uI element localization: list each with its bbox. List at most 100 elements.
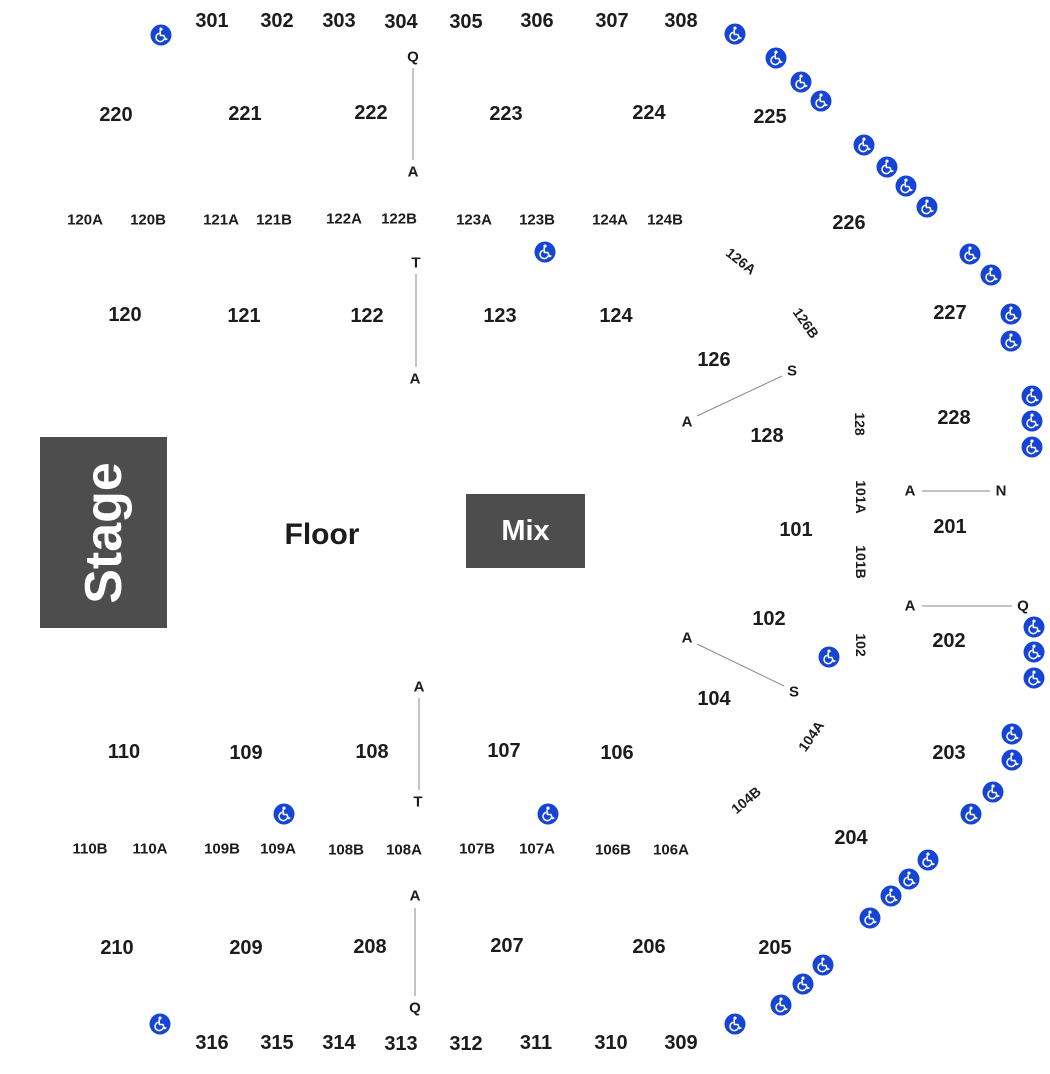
row-letter: A: [409, 887, 421, 905]
section-209[interactable]: 209: [229, 937, 263, 959]
section-124a[interactable]: 124A: [592, 211, 628, 229]
section-124[interactable]: 124: [599, 305, 633, 327]
section-206[interactable]: 206: [632, 936, 666, 958]
section-205[interactable]: 205: [758, 937, 792, 959]
section-109a[interactable]: 109A: [260, 840, 296, 858]
section-108[interactable]: 108: [355, 741, 389, 763]
section-121[interactable]: 121: [227, 305, 261, 327]
section-316[interactable]: 316: [195, 1032, 229, 1054]
section-107a[interactable]: 107A: [519, 840, 555, 858]
section-301[interactable]: 301: [195, 10, 229, 32]
section-309[interactable]: 309: [664, 1032, 698, 1054]
stage-label: Stage: [74, 461, 133, 604]
section-303[interactable]: 303: [322, 10, 356, 32]
wheelchair-icon: [1001, 723, 1023, 745]
section-128[interactable]: 128: [852, 412, 868, 436]
floor-label[interactable]: Floor: [284, 518, 360, 551]
section-106a[interactable]: 106A: [653, 841, 689, 859]
section-108b[interactable]: 108B: [328, 841, 364, 859]
section-204[interactable]: 204: [834, 827, 868, 849]
section-121b[interactable]: 121B: [256, 211, 292, 229]
row-letter: A: [407, 163, 419, 181]
row-letter: S: [786, 362, 798, 380]
section-223[interactable]: 223: [489, 103, 523, 125]
section-123a[interactable]: 123A: [456, 211, 492, 229]
wheelchair-icon: [792, 973, 814, 995]
section-121a[interactable]: 121A: [203, 211, 239, 229]
section-224[interactable]: 224: [632, 102, 666, 124]
section-222[interactable]: 222: [354, 102, 388, 124]
section-312[interactable]: 312: [449, 1033, 483, 1055]
section-120a[interactable]: 120A: [67, 211, 103, 229]
section-120[interactable]: 120: [108, 304, 142, 326]
row-letter: A: [413, 678, 425, 696]
row-letter: T: [411, 254, 421, 272]
section-102[interactable]: 102: [853, 633, 869, 657]
row-letter: Q: [1017, 597, 1029, 615]
section-122[interactable]: 122: [350, 305, 384, 327]
section-107[interactable]: 107: [487, 740, 521, 762]
wheelchair-icon: [810, 90, 832, 112]
section-220[interactable]: 220: [99, 104, 133, 126]
section-110b[interactable]: 110B: [72, 840, 108, 858]
section-311[interactable]: 311: [519, 1032, 553, 1054]
row-letter: N: [995, 482, 1007, 500]
section-101[interactable]: 101: [779, 519, 813, 541]
section-308[interactable]: 308: [664, 10, 698, 32]
section-304[interactable]: 304: [384, 11, 418, 33]
section-104[interactable]: 104: [697, 688, 731, 710]
section-102[interactable]: 102: [752, 608, 786, 630]
section-210[interactable]: 210: [100, 937, 134, 959]
wheelchair-icon: [1000, 303, 1022, 325]
wheelchair-icon: [982, 781, 1004, 803]
section-122b[interactable]: 122B: [381, 210, 417, 228]
section-225[interactable]: 225: [753, 106, 787, 128]
section-106[interactable]: 106: [600, 742, 634, 764]
wheelchair-icon: [765, 47, 787, 69]
section-123[interactable]: 123: [483, 305, 517, 327]
section-227[interactable]: 227: [933, 302, 967, 324]
section-314[interactable]: 314: [322, 1032, 356, 1054]
section-302[interactable]: 302: [260, 10, 294, 32]
section-307[interactable]: 307: [595, 10, 629, 32]
section-109b[interactable]: 109B: [204, 840, 240, 858]
row-letter: A: [681, 413, 693, 431]
wheelchair-icon: [876, 156, 898, 178]
section-109[interactable]: 109: [229, 742, 263, 764]
row-guide-line: [696, 643, 785, 687]
section-226[interactable]: 226: [832, 212, 866, 234]
section-306[interactable]: 306: [520, 10, 554, 32]
section-203[interactable]: 203: [932, 742, 966, 764]
section-101a[interactable]: 101A: [853, 480, 869, 514]
row-letter: T: [413, 793, 423, 811]
row-letter: A: [409, 370, 421, 388]
section-228[interactable]: 228: [937, 407, 971, 429]
section-126[interactable]: 126: [697, 349, 731, 371]
section-108a[interactable]: 108A: [386, 841, 422, 859]
section-202[interactable]: 202: [932, 630, 966, 652]
section-124b[interactable]: 124B: [647, 211, 683, 229]
section-120b[interactable]: 120B: [130, 211, 166, 229]
row-letter: S: [788, 683, 800, 701]
section-110[interactable]: 110: [107, 741, 141, 763]
section-106b[interactable]: 106B: [595, 841, 631, 859]
section-310[interactable]: 310: [594, 1032, 628, 1054]
section-305[interactable]: 305: [449, 11, 483, 33]
section-207[interactable]: 207: [490, 935, 524, 957]
wheelchair-icon: [273, 803, 295, 825]
section-128[interactable]: 128: [750, 425, 784, 447]
section-107b[interactable]: 107B: [459, 840, 495, 858]
wheelchair-icon: [812, 954, 834, 976]
section-315[interactable]: 315: [260, 1032, 294, 1054]
row-letter: Q: [407, 48, 419, 66]
row-letter: A: [681, 629, 693, 647]
section-123b[interactable]: 123B: [519, 211, 555, 229]
section-122a[interactable]: 122A: [326, 210, 362, 228]
section-101b[interactable]: 101B: [853, 545, 869, 579]
wheelchair-icon: [980, 264, 1002, 286]
section-201[interactable]: 201: [933, 516, 967, 538]
section-110a[interactable]: 110A: [132, 840, 168, 858]
section-313[interactable]: 313: [384, 1033, 418, 1055]
section-221[interactable]: 221: [228, 103, 262, 125]
section-208[interactable]: 208: [353, 936, 387, 958]
